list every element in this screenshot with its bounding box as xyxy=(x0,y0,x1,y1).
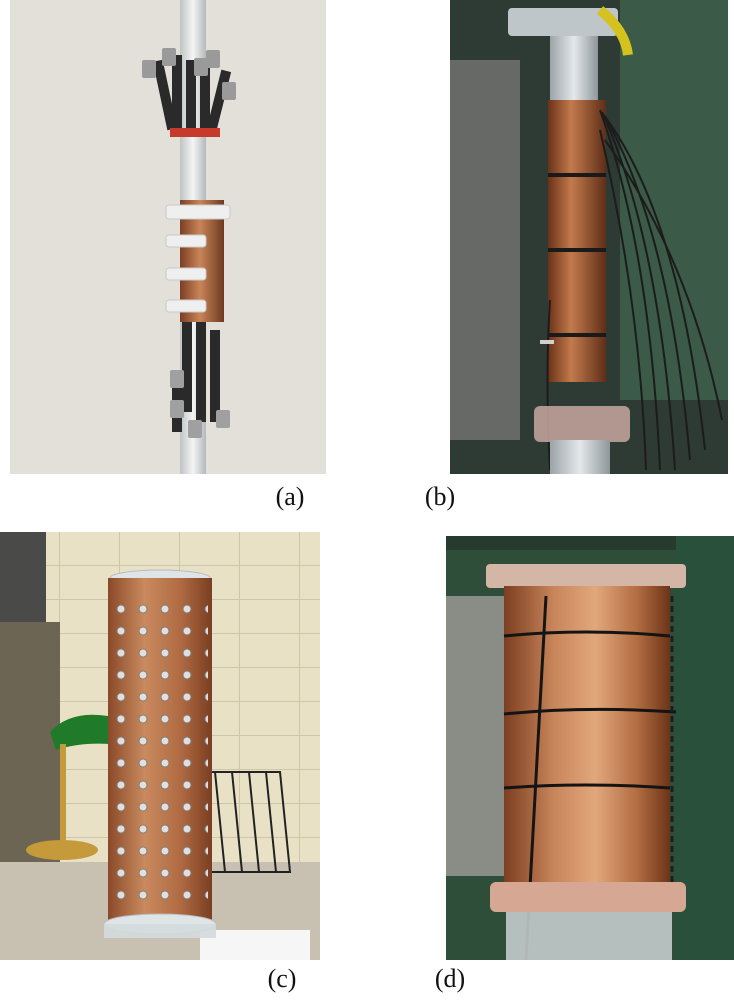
photo-a-image xyxy=(10,0,326,474)
caption-b: (b) xyxy=(424,482,456,511)
caption-d: (d) xyxy=(434,964,466,993)
photo-b-image xyxy=(450,0,728,474)
photo-d-image xyxy=(446,536,734,960)
caption-a: (a) xyxy=(275,482,305,511)
photo-b xyxy=(450,0,728,474)
photo-a xyxy=(10,0,326,474)
photo-d xyxy=(446,536,734,960)
caption-c: (c) xyxy=(267,964,297,993)
photo-c xyxy=(0,532,320,960)
photo-c-image xyxy=(0,532,320,960)
